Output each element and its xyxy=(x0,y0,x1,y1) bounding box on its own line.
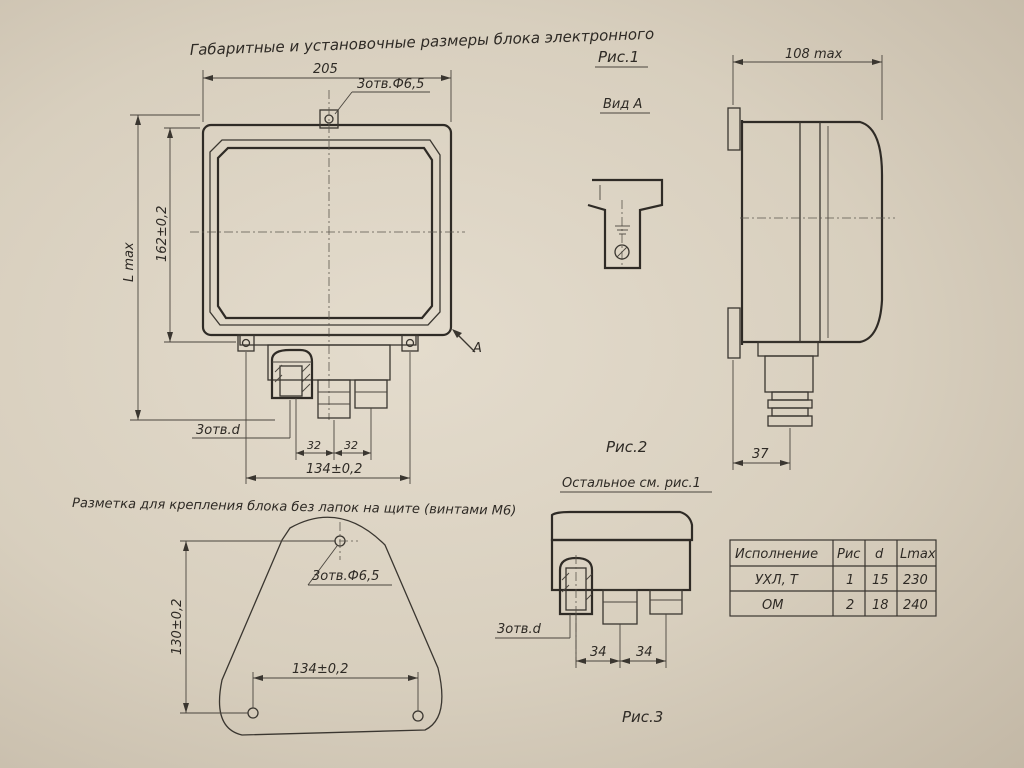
dim-l-max: L max xyxy=(122,242,137,282)
dim-collar-37: 37 xyxy=(752,447,769,462)
dim-pitch-32a: 32 xyxy=(307,439,321,452)
fig2-dim-holes-d: 3отв.d xyxy=(497,622,542,637)
dim-holes-top: 3отв.Ф6,5 xyxy=(357,77,424,92)
view-a-label: Вид А xyxy=(603,97,642,112)
fig2-view xyxy=(550,510,694,665)
table-header-fig: Рис xyxy=(837,547,860,562)
view-a-arrow-label: А xyxy=(472,341,482,356)
table-cell: 1 xyxy=(846,573,854,588)
table-header-d: d xyxy=(875,547,884,562)
variants-table: Исполнение Рис d Lmax УХЛ, Т 1 15 230 ОМ… xyxy=(729,539,937,617)
dim-mount-holes: 3отв.Ф6,5 xyxy=(312,569,379,584)
side-view xyxy=(727,107,895,427)
fig2-dim-pitch-34b: 34 xyxy=(636,645,653,660)
front-view-dimensions: 205 3отв.Ф6,5 L max 162±0,2 3отв.d 32 32 xyxy=(122,62,452,484)
dim-pitch-32b: 32 xyxy=(344,439,358,452)
dim-mount-height: 130±0,2 xyxy=(170,599,185,655)
table-cell: 2 xyxy=(846,598,854,613)
fig2-dim-pitch-34a: 34 xyxy=(590,645,607,660)
dim-width-205: 205 xyxy=(313,62,338,77)
view-a-detail xyxy=(587,178,664,270)
side-view-dimensions: 108 max 37 xyxy=(732,47,883,470)
fig3-label: Рис.3 xyxy=(622,708,663,726)
table-cell: 15 xyxy=(872,573,889,588)
fig2-note: Остальное см. рис.1 xyxy=(562,476,701,491)
dim-mount-base: 134±0,2 xyxy=(292,662,348,677)
dim-holes-d: 3отв.d xyxy=(196,423,241,438)
front-view: А xyxy=(190,90,482,420)
table-cell: УХЛ, Т xyxy=(755,573,799,588)
table-header-variant: Исполнение xyxy=(735,547,818,562)
table-cell: 230 xyxy=(903,573,928,588)
fig1-label: Рис.1 xyxy=(598,48,639,66)
table-cell: 18 xyxy=(872,598,889,613)
dim-base-134: 134±0,2 xyxy=(306,462,362,477)
dim-depth-108: 108 max xyxy=(785,47,843,62)
drawing-title: Габаритные и установочные размеры блока … xyxy=(190,25,655,59)
mounting-title: Разметка для крепления блока без лапок н… xyxy=(72,496,516,519)
fig2-dimensions: 3отв.d 34 34 xyxy=(495,614,667,668)
table-header-lmax: Lmax xyxy=(900,547,936,562)
fig2-label: Рис.2 xyxy=(606,438,647,456)
dim-height-162: 162±0,2 xyxy=(155,206,170,262)
mounting-dimensions: 130±0,2 3отв.Ф6,5 134±0,2 xyxy=(170,540,419,714)
table-cell: ОМ xyxy=(762,598,783,613)
table-cell: 240 xyxy=(903,598,928,613)
